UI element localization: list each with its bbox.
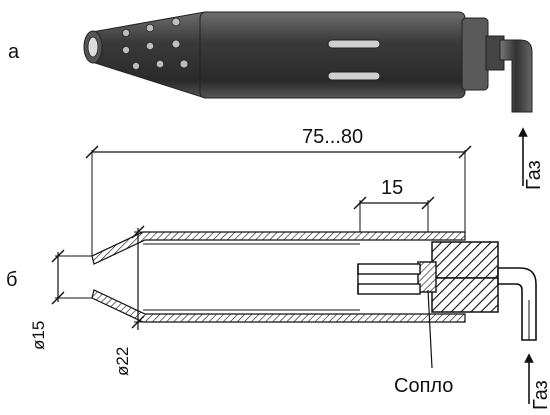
nozzle-label: Сопло bbox=[394, 375, 453, 397]
panel-b-label: б bbox=[6, 269, 17, 291]
air-holes bbox=[122, 17, 189, 71]
rear-plug-lower bbox=[431, 277, 499, 313]
gas-label-top: Газ bbox=[523, 160, 545, 190]
rear-plug-upper bbox=[431, 241, 499, 279]
panel-a-burner-view bbox=[83, 11, 533, 186]
slot-length-label: 15 bbox=[381, 177, 403, 199]
body-diameter-label: ø22 bbox=[113, 347, 132, 376]
panel-a-label: а bbox=[8, 41, 20, 63]
panel-b-section bbox=[51, 145, 537, 404]
tube-wall-lower bbox=[91, 289, 466, 323]
body-slot-upper bbox=[327, 39, 381, 49]
gas-pipe-top bbox=[499, 39, 533, 113]
gas-pipe-bottom bbox=[497, 267, 537, 341]
gas-pin-upper bbox=[357, 263, 421, 275]
nozzle-leader bbox=[427, 289, 433, 369]
rear-collar bbox=[461, 17, 489, 91]
body-slot-lower bbox=[327, 71, 381, 81]
burner-body bbox=[199, 11, 466, 99]
tube-wall-upper bbox=[91, 231, 466, 265]
nozzle-insert bbox=[417, 261, 437, 293]
outlet-diameter-label: ø15 bbox=[29, 321, 48, 350]
gas-label-bottom: Газ bbox=[530, 380, 550, 410]
overall-length-label: 75...80 bbox=[302, 126, 363, 148]
gas-pin-lower bbox=[357, 283, 421, 295]
